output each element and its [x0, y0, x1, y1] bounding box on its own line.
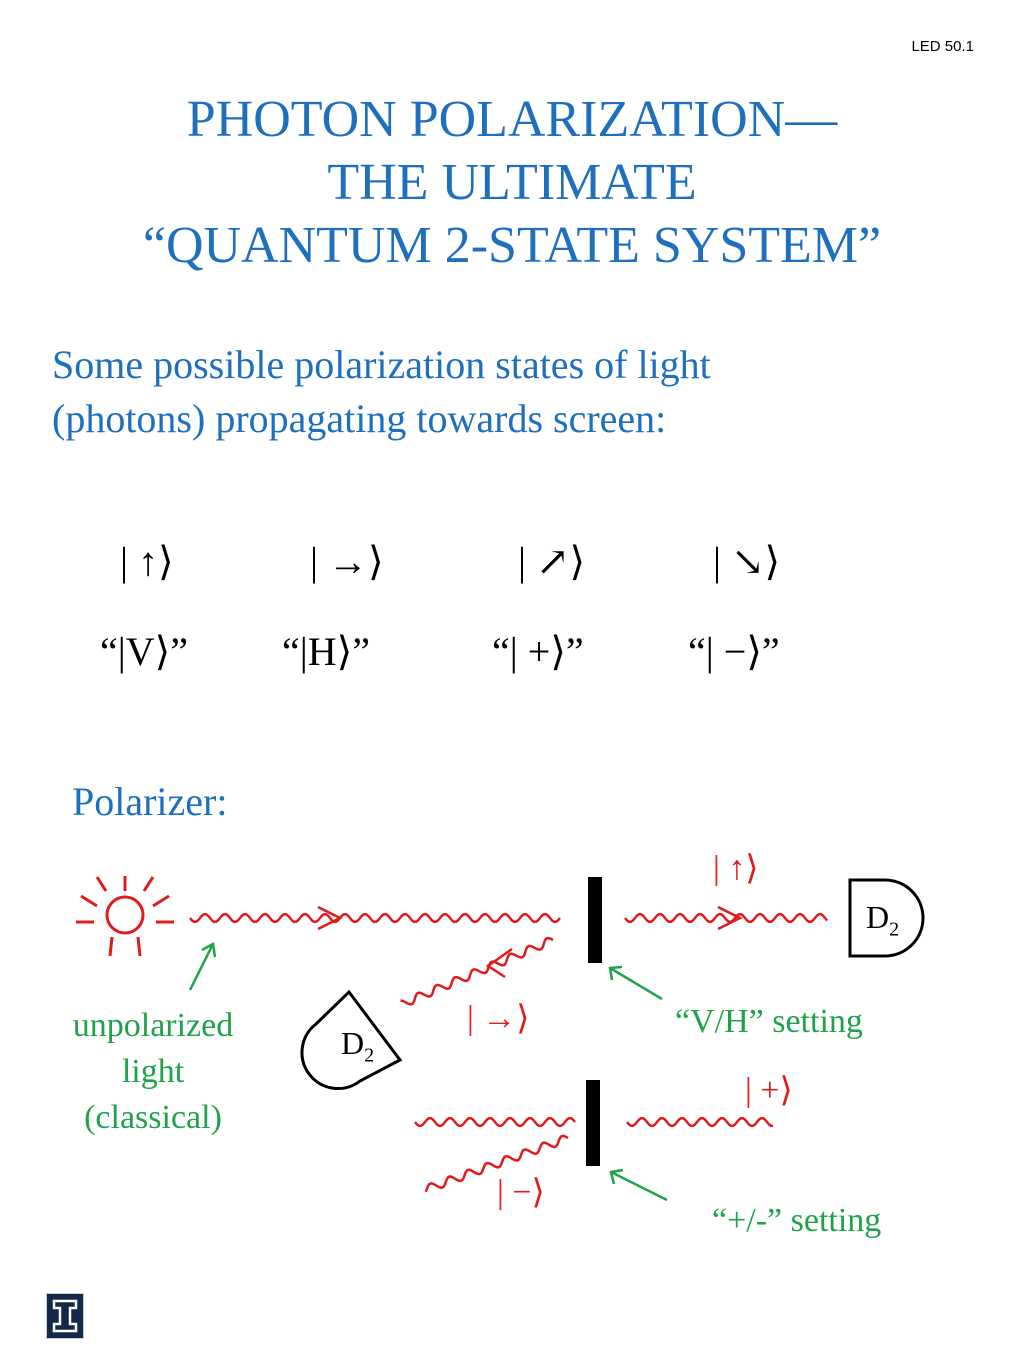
vh-pointer-arrow: [609, 966, 663, 1001]
detector-right-subscript: 2: [889, 918, 900, 941]
polarizer-plate-pm: [586, 1080, 600, 1166]
incoming-beam: [189, 912, 561, 924]
subtitle-line-2: (photons) propagating towards screen:: [52, 396, 667, 441]
source-label: unpolarized light (classical): [63, 1003, 243, 1141]
title-line-2: THE ULTIMATE: [327, 154, 697, 211]
ket-diag-down: | ↘⟩: [713, 539, 781, 584]
ket-minus-label: | −⟩: [497, 1174, 545, 1211]
detector-left-letter: D: [341, 1025, 365, 1061]
source-pointer-arrow: [188, 943, 215, 991]
state-name-v: “|V⟩”: [100, 629, 189, 674]
ket-up: | ↑⟩: [120, 539, 174, 584]
detector-right-letter: D: [866, 899, 890, 935]
subtitle-line-1: Some possible polarization states of lig…: [52, 342, 711, 387]
page-title: PHOTON POLARIZATION— THE ULTIMATE “QUANT…: [0, 88, 1024, 277]
detector-left-icon: [300, 989, 403, 1090]
university-block-i-logo: [46, 1293, 84, 1339]
source-label-line-1: unpolarized: [72, 1007, 234, 1044]
polarizer-plate-vh: [588, 877, 602, 963]
slide-id: LED 50.1: [911, 38, 974, 55]
ket-up-label: | ↑⟩: [713, 850, 759, 887]
beam-arrowhead: [317, 905, 343, 931]
title-line-3: “QUANTUM 2-STATE SYSTEM”: [142, 217, 882, 274]
detector-left-subscript: 2: [364, 1044, 375, 1067]
detector-left-label: D2: [341, 1025, 374, 1067]
pm-setting-label: “+/-” setting: [712, 1202, 882, 1239]
ket-right: | →⟩: [310, 539, 384, 584]
state-name-h: “|H⟩”: [282, 629, 371, 674]
pm-pointer-arrow: [610, 1170, 668, 1202]
reflected-beam-minus: [424, 1134, 569, 1193]
beam-arrowhead: [717, 905, 743, 931]
subtitle: Some possible polarization states of lig…: [52, 338, 711, 446]
ket-right-label: | →⟩: [467, 1000, 530, 1037]
source-label-line-3: (classical): [84, 1099, 222, 1136]
state-name-minus: “| −⟩”: [688, 629, 780, 674]
light-source-icon: [76, 876, 174, 957]
detector-right-label: D2: [866, 899, 899, 941]
ket-diag-up: | ↗⟩: [518, 539, 586, 584]
ket-plus-label: | +⟩: [745, 1072, 793, 1109]
transmitted-beam-plus: [626, 1116, 773, 1128]
detector-right-icon: [848, 878, 925, 958]
title-line-1: PHOTON POLARIZATION—: [186, 91, 838, 148]
state-name-plus: “| +⟩”: [492, 629, 584, 674]
transmitted-beam-up: [624, 912, 828, 924]
incoming-beam-pm: [414, 1116, 576, 1128]
reflected-beam-h: [400, 936, 554, 1006]
beam-arrowhead: [485, 947, 513, 979]
vh-setting-label: “V/H” setting: [675, 1003, 863, 1040]
source-label-line-2: light: [121, 1053, 185, 1090]
polarizer-heading: Polarizer:: [72, 779, 228, 824]
